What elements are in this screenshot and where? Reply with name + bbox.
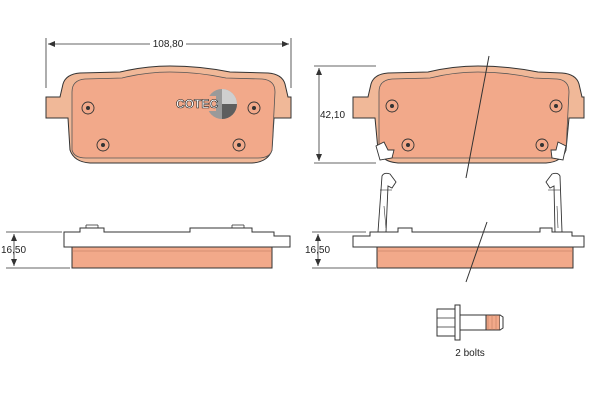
thickness-right-label: 16,50	[305, 245, 330, 256]
pad-hole	[96, 138, 110, 152]
right-pad-back-view	[352, 55, 585, 179]
pad-hole	[535, 138, 549, 152]
cotec-logo: COTEC	[176, 89, 237, 119]
friction-material	[71, 246, 273, 269]
pad-hole	[232, 138, 246, 152]
cotec-logo-text: COTEC	[176, 97, 218, 111]
wear-indicator-clip	[550, 141, 567, 161]
width-dimension: 108,80	[45, 37, 292, 88]
pad-hole	[247, 101, 261, 115]
thickness-dimension-left: 16,50	[1, 231, 70, 269]
thickness-left-label: 16,50	[1, 245, 26, 256]
thickness-dimension-right: 16,50	[305, 231, 376, 269]
pad-hole	[549, 99, 563, 113]
left-pad-side-view	[63, 224, 291, 269]
pad-hole	[385, 99, 399, 113]
bolts-caption: 2 bolts	[455, 348, 484, 359]
wear-indicator-clip	[375, 141, 395, 161]
height-dimension: 42,10	[314, 65, 376, 164]
spring-clip	[545, 172, 563, 233]
width-dimension-label: 108,80	[153, 39, 184, 50]
height-dimension-label: 42,10	[320, 110, 345, 121]
left-pad-front-view: COTEC	[45, 65, 292, 164]
spring-clip	[377, 172, 397, 233]
bolt-drawing	[436, 304, 504, 341]
pad-hole	[401, 138, 415, 152]
right-pad-side-view	[352, 172, 585, 283]
pad-hole	[81, 101, 95, 115]
